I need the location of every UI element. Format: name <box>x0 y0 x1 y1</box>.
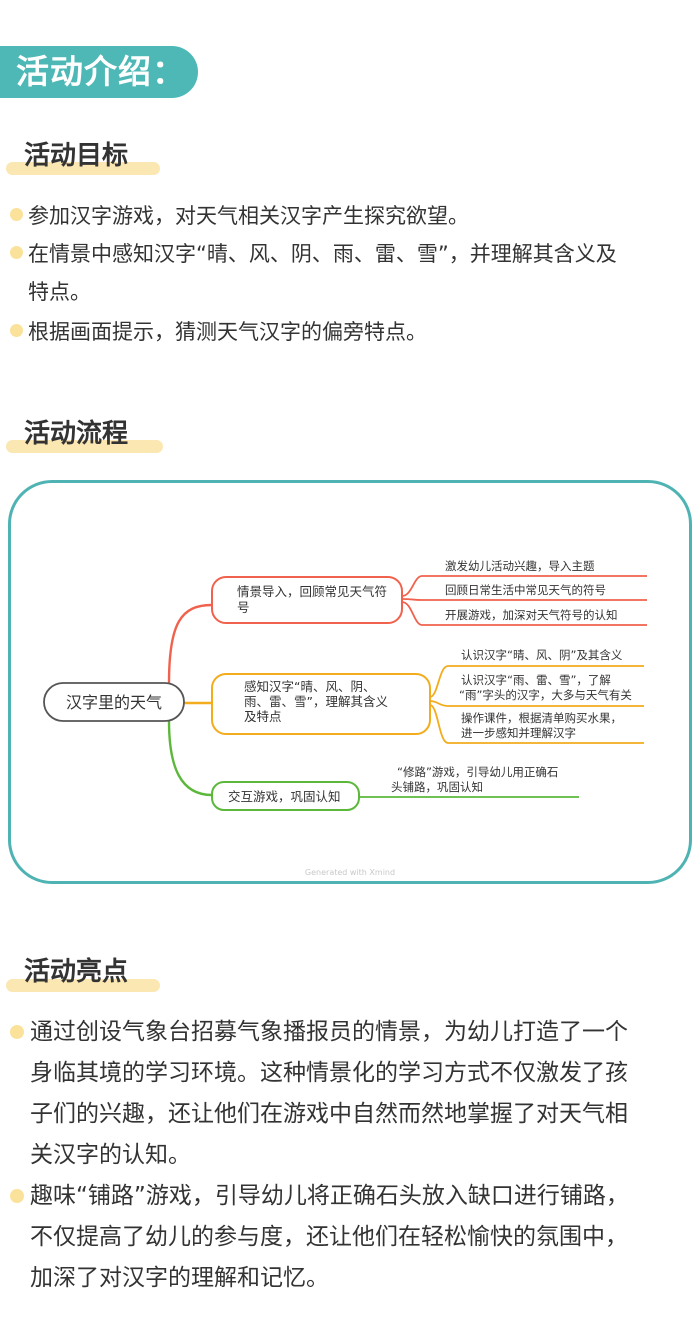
goal-item: 在情景中感知汉字“晴、风、阴、雨、雷、雪”，并理解其含义及 特点。 <box>10 235 695 311</box>
mindmap: 汉字里的天气 情景导入，回顾常见天气符 号 感知汉字“晴、风、阴、 雨、雷、雪”… <box>43 559 647 877</box>
branch-label-line: 情景导入，回顾常见天气符 <box>237 584 387 599</box>
leaf-connector <box>401 598 647 601</box>
leaf-connector <box>401 575 647 597</box>
leaf-label: 头铺路，巩固认知 <box>391 780 483 794</box>
bullet-dot-icon <box>10 324 23 337</box>
bullet-dot-icon <box>10 1189 24 1203</box>
intro-banner: 活动介绍： <box>0 46 198 98</box>
mindmap-root-label: 汉字里的天气 <box>66 693 162 712</box>
branch-node-3 <box>211 781 360 811</box>
highlight-line: 通过创设气象台招募气象播报员的情景，为幼儿打造了一个 <box>30 1019 628 1045</box>
highlight-line: 不仅提高了幼儿的参与度，还让他们在轻松愉快的氛围中， <box>30 1224 628 1250</box>
mindmap-root-node <box>43 682 185 722</box>
highlight-item: 通过创设气象台招募气象播报员的情景，为幼儿打造了一个 身临其境的学习环境。这种情… <box>10 1012 695 1176</box>
highlight-line: 子们的兴趣，还让他们在游戏中自然而然地掌握了对天气相 <box>30 1101 628 1127</box>
mindmap-frame: 汉字里的天气 情景导入，回顾常见天气符 号 感知汉字“晴、风、阴、 雨、雷、雪”… <box>8 480 692 884</box>
goal-item-line: 特点。 <box>28 280 91 304</box>
goal-item-line: 参加汉字游戏，对天气相关汉字产生探究欲望。 <box>28 204 469 228</box>
flow-title-highlight <box>6 440 163 453</box>
leaf-label: “修路”游戏，引导幼儿用正确石 <box>397 765 558 779</box>
intro-title: 活动介绍： <box>16 52 186 91</box>
highlights-title-highlight <box>6 979 160 992</box>
leaf-label: 激发幼儿活动兴趣，导入主题 <box>445 559 595 573</box>
bullet-dot-icon <box>10 208 23 221</box>
leaf-label: 开展游戏，加深对天气符号的认知 <box>445 608 618 622</box>
branch-label-line: 及特点 <box>244 709 282 724</box>
goal-item: 参加汉字游戏，对天气相关汉字产生探究欲望。 <box>10 197 695 235</box>
leaf-label: 进一步感知并理解汉字 <box>461 726 576 740</box>
flow-title: 活动流程 <box>24 419 129 449</box>
goals-title-highlight <box>6 162 160 175</box>
branch-connector-1 <box>167 603 213 684</box>
leaf-label: 操作课件，根据清单购买水果， <box>461 711 622 725</box>
goal-item: 根据画面提示，猜测天气汉字的偏旁特点。 <box>10 313 695 351</box>
leaf-connector <box>429 704 644 744</box>
leaf-connector <box>429 665 644 698</box>
highlight-line: 身临其境的学习环境。这种情景化的学习方式不仅激发了孩 <box>30 1060 628 1086</box>
branch-connector-3 <box>167 720 213 797</box>
bullet-dot-icon <box>10 1025 24 1039</box>
branch-label-line: 号 <box>237 600 250 615</box>
leaf-label: “雨”字头的汉字，大多与天气有关 <box>459 688 632 702</box>
leaf-label: 认识汉字“晴、风、阴”及其含义 <box>461 648 623 662</box>
branch-label-line: 感知汉字“晴、风、阴、 <box>244 679 375 694</box>
leaf-label: 回顾日常生活中常见天气的符号 <box>445 583 606 597</box>
xmind-watermark: Generated with Xmind <box>305 868 395 877</box>
goal-item-line: 根据画面提示，猜测天气汉字的偏旁特点。 <box>28 320 427 344</box>
leaf-label: 认识汉字“雨、雷、雪”，了解 <box>461 673 611 687</box>
branch-node-2 <box>211 673 431 735</box>
highlight-line: 趣味“铺路”游戏，引导幼儿将正确石头放入缺口进行铺路， <box>30 1183 629 1209</box>
highlight-item: 趣味“铺路”游戏，引导幼儿将正确石头放入缺口进行铺路， 不仅提高了幼儿的参与度，… <box>10 1176 695 1299</box>
highlight-line: 加深了对汉字的理解和记忆。 <box>30 1265 329 1291</box>
bullet-dot-icon <box>10 246 23 259</box>
leaf-connector <box>401 601 647 626</box>
goals-title: 活动目标 <box>24 141 129 171</box>
branch-label-line: 雨、雷、雪”，理解其含义 <box>244 694 388 709</box>
goal-item-line: 在情景中感知汉字“晴、风、阴、雨、雷、雪”，并理解其含义及 <box>28 242 617 266</box>
highlights-title: 活动亮点 <box>24 957 129 987</box>
branch-node-1 <box>211 576 403 624</box>
highlight-line: 关汉字的认知。 <box>30 1142 191 1168</box>
branch-label-line: 交互游戏，巩固认知 <box>228 789 341 804</box>
leaf-connector <box>429 700 644 707</box>
